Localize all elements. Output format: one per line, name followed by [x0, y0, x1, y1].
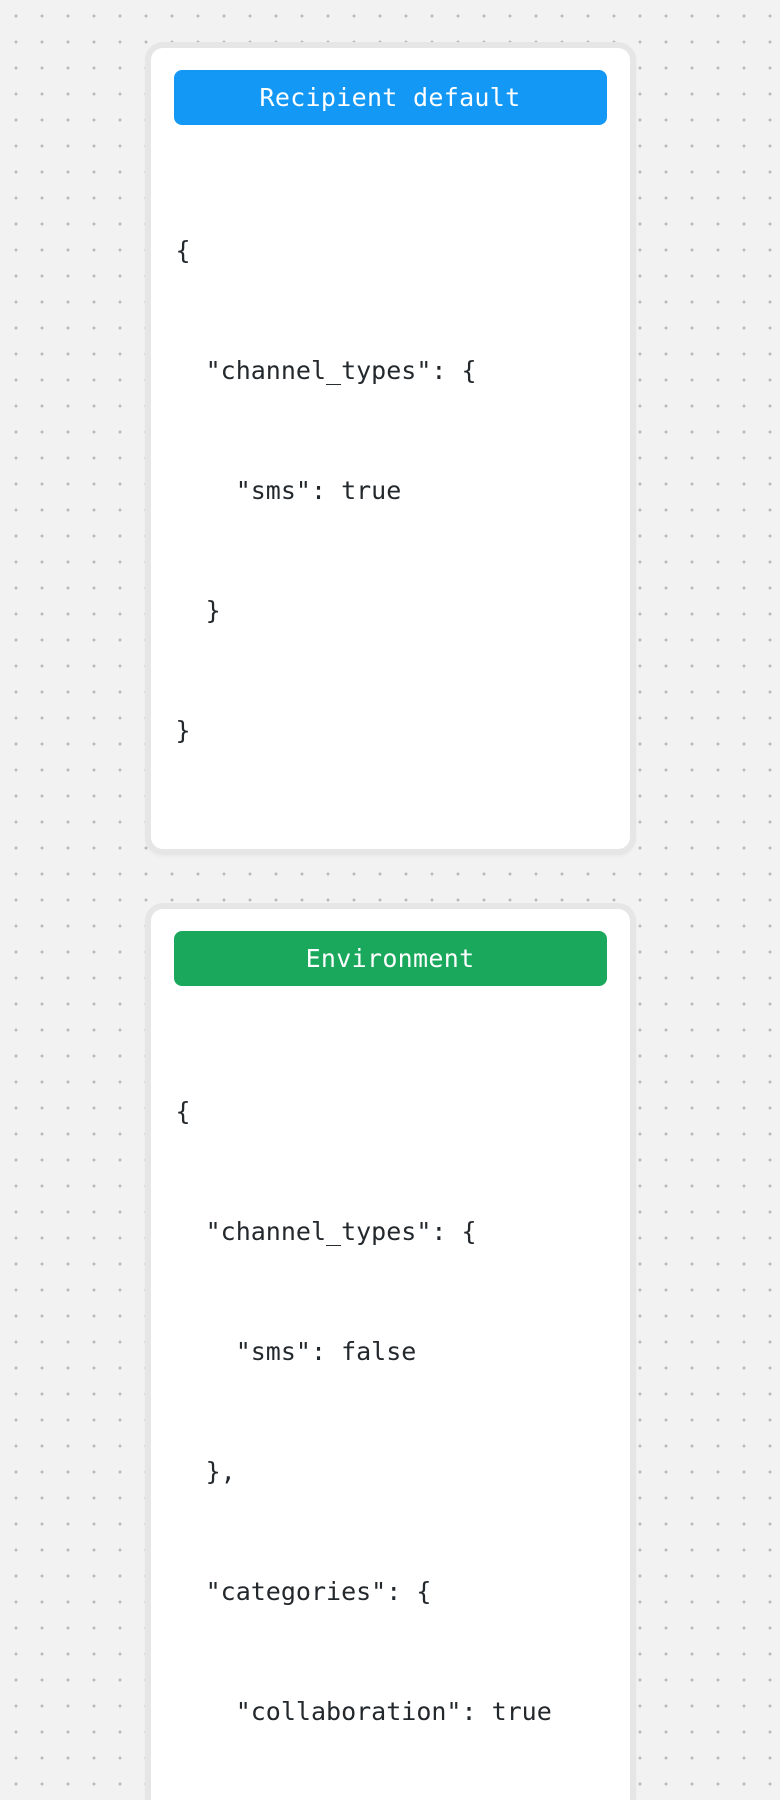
code-line: "sms": true: [175, 476, 402, 505]
recipient-default-json-code-block: { "channel_types": { "sms": true } }: [176, 151, 607, 831]
environment-header-badge: Environment: [173, 931, 607, 986]
environment-title: Environment: [305, 944, 475, 973]
code-line: {: [175, 1097, 191, 1126]
dotted-canvas-background: { "page": { "background_color": "#f2f2f2…: [0, 42, 780, 1800]
code-line: "channel_types": {: [175, 1217, 477, 1246]
recipient-default-header-badge: Recipient default: [173, 70, 607, 125]
code-line: }: [175, 596, 221, 625]
code-line: "collaboration": true: [175, 1697, 552, 1726]
environment-card: Environment { "channel_types": { "sms": …: [144, 903, 636, 1800]
code-line: "channel_types": {: [175, 356, 477, 385]
code-line: },: [175, 1457, 236, 1486]
code-line: "categories": {: [175, 1577, 432, 1606]
card-stack: Recipient default { "channel_types": { "…: [144, 42, 636, 1800]
code-line: }: [175, 716, 191, 745]
recipient-default-card: Recipient default { "channel_types": { "…: [144, 42, 636, 855]
code-line: {: [175, 236, 191, 265]
code-line: "sms": false: [175, 1337, 417, 1366]
recipient-default-title: Recipient default: [259, 83, 521, 112]
environment-json-code-block: { "channel_types": { "sms": false }, "ca…: [176, 1012, 607, 1800]
